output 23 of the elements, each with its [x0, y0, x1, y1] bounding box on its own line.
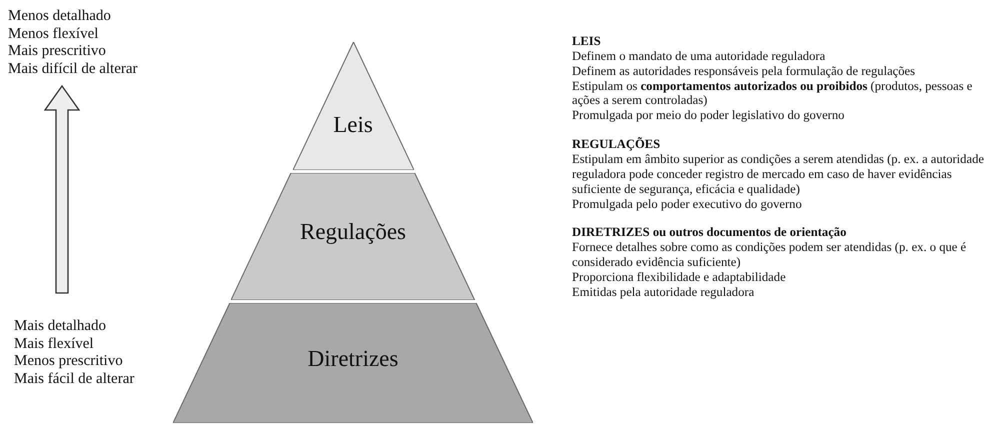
scale-label: Mais detalhado [14, 318, 108, 336]
section-heading: DIRETRIZES ou outros documentos de orientação [572, 225, 848, 240]
description-text: Estipulam em âmbito superior as condições a serem atendidas (p. ex. a autoridade reguladora pode conceder registro de mercado em caso de haver evidências suficiente de segurança, eficácia e qualidade) [572, 152, 984, 197]
tier-label: Diretrizes [308, 346, 398, 371]
scale-label: Mais prescritivo [8, 43, 107, 62]
description-text: Fornece detalhes sobre como as condições podem ser atendidas (p. ex. o que é considerado evidência suficiente) [572, 240, 968, 270]
section-heading: LEIS [572, 34, 602, 49]
description-text: Promulgada pelo poder executivo do governo [572, 196, 803, 212]
description-text: Definem as autoridades responsáveis pela formulação de regulações [572, 64, 916, 79]
scale-label: Menos flexível [8, 26, 100, 44]
description-text: Estipulam os comportamentos autorizados ou proibidos (produtos, pessoas e ações a serem controladas) [572, 78, 974, 108]
scale-label: Mais difícil de alterar [8, 61, 138, 79]
scale-label: Mais fácil de alterar [14, 371, 134, 389]
scale-label: Menos detalhado [8, 8, 112, 26]
scale-label: Menos prescritivo [14, 353, 124, 372]
description-text: Proporciona flexibilidade e adaptabilidade [572, 270, 787, 285]
description-text: Emitidas pela autoridade reguladora [572, 284, 756, 300]
description-text: Promulgada por meio do poder legislativo do governo [572, 108, 846, 124]
scale-label: Mais flexível [14, 336, 95, 354]
tier-label: Leis [333, 112, 373, 137]
tier-label: Regulações [300, 219, 406, 244]
description-text: Definem o mandato de uma autoridade reguladora [572, 48, 826, 64]
section-heading: REGULAÇÕES [572, 137, 662, 152]
